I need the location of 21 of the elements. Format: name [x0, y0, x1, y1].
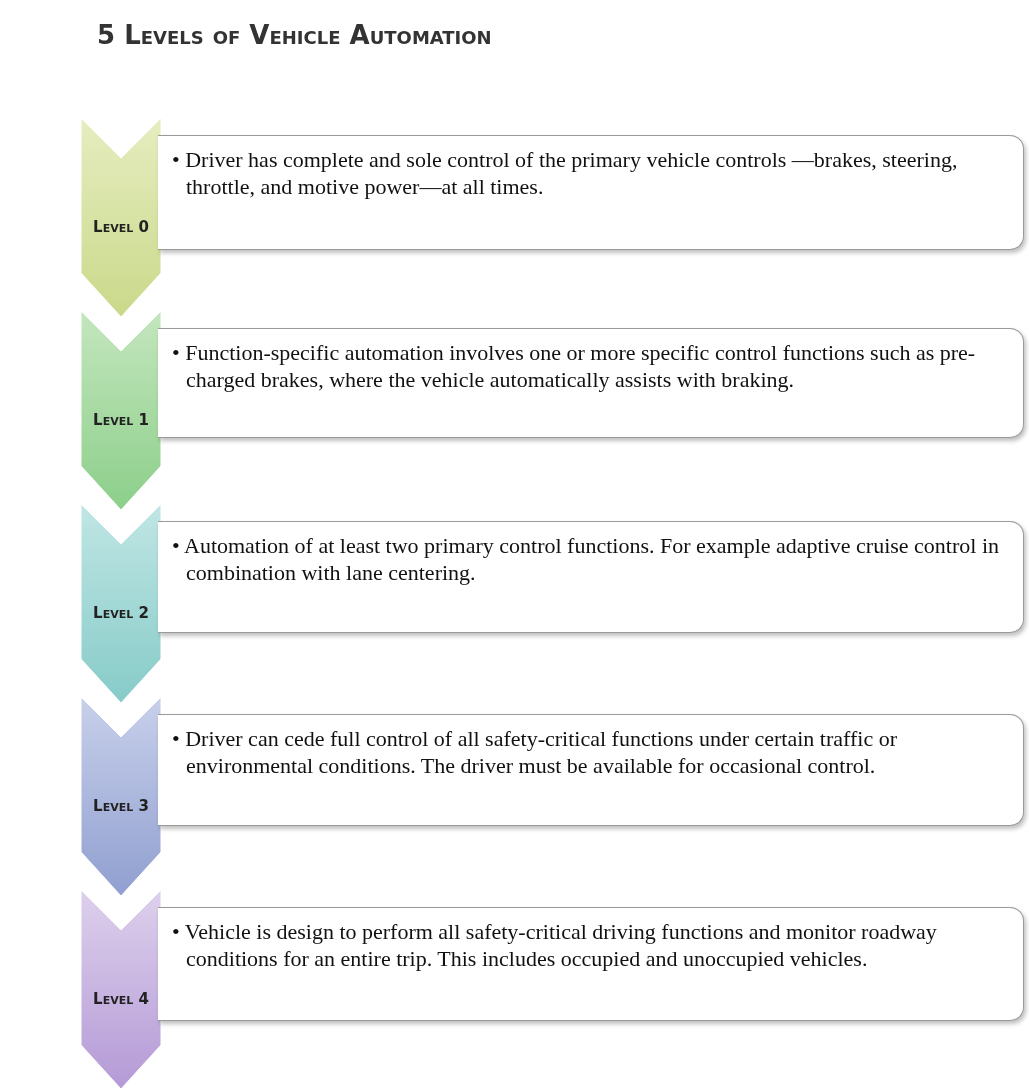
chevron-shape — [80, 504, 162, 704]
description-box — [158, 907, 1024, 1021]
description-box — [158, 135, 1024, 250]
description-box — [158, 521, 1024, 633]
level-label: Level 3 — [92, 797, 150, 815]
chevron-shape — [80, 697, 162, 897]
description-box — [158, 714, 1024, 826]
level-label: Level 2 — [92, 604, 150, 622]
bullet-text: • Automation of at least two primary control functions. For example adaptive cruise control in combination with lane centering. — [172, 532, 1000, 586]
bullet-text: • Driver has complete and sole control of the primary vehicle controls —brakes, steering, throttle, and motive power—at all times. — [172, 146, 959, 200]
bullet-text: • Driver can cede full control of all safety-critical functions under certain traffic or environmental conditions. The driver must be available for occasional control. — [172, 725, 899, 779]
chevron-shape — [80, 118, 162, 318]
description-box — [158, 328, 1024, 438]
level-label: Level 0 — [92, 218, 150, 236]
bullet-text: • Function-specific automation involves one or more specific control functions such as pre-charged brakes, where the vehicle automatically assists with braking. — [172, 339, 977, 393]
level-label: Level 4 — [92, 990, 150, 1008]
bullet-text: • Vehicle is design to perform all safety-critical driving functions and monitor roadway conditions for an entire trip. This includes occupied and unoccupied vehicles. — [172, 918, 938, 972]
chevron-shape — [80, 311, 162, 511]
title: 5 Levels of Vehicle Automation — [97, 20, 492, 50]
level-label: Level 1 — [92, 411, 150, 429]
chevron-shape — [80, 890, 162, 1088]
